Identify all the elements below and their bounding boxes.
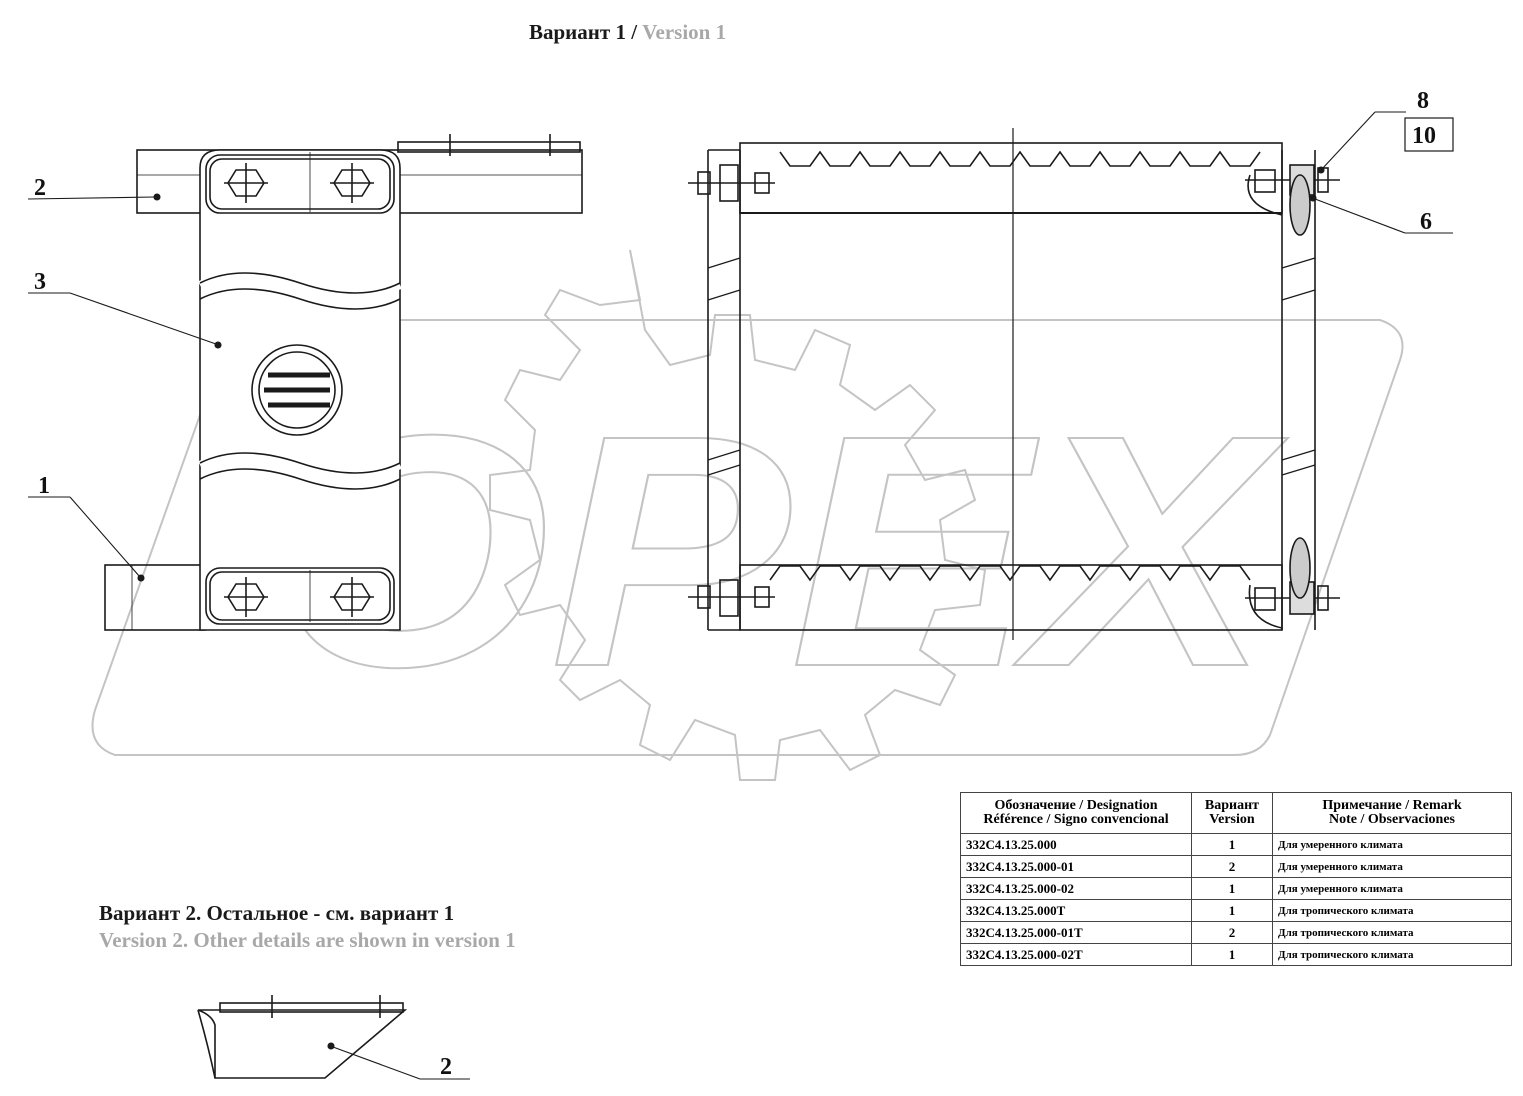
cell-version: 1 [1191,899,1273,922]
cell-version: 1 [1191,943,1273,966]
cell-note: Для тропического климата [1272,921,1512,944]
callout-10: 10 [1412,123,1436,149]
cell-note: Для умеренного климата [1272,877,1512,900]
cell-designation: 332C4.13.25.000-02T [960,943,1192,966]
cell-note: Для умеренного климата [1272,855,1512,878]
callout-2: 2 [34,175,46,201]
page-title: Вариант 1 / Version 1 [529,20,726,45]
cell-designation: 332C4.13.25.000T [960,899,1192,922]
cell-version: 1 [1191,877,1273,900]
cell-version: 1 [1191,833,1273,856]
cell-note: Для тропического климата [1272,943,1512,966]
cell-designation: 332C4.13.25.000-01T [960,921,1192,944]
variant2-title-en: Version 2. Other details are shown in ve… [99,928,516,952]
callout-3: 3 [34,269,46,295]
callout-box-10 [1404,117,1454,152]
watermark-text: OPEX [270,366,1289,735]
variant2-title-ru: Вариант 2. Остальное - см. вариант 1 [99,901,455,925]
right-view [688,128,1340,640]
leader-lines [27,111,1453,1080]
cell-designation: 332C4.13.25.000-01 [960,855,1192,878]
cell-version: 2 [1191,855,1273,878]
cell-designation: 332C4.13.25.000 [960,833,1192,856]
version2-detail [197,995,408,1079]
emblem [251,344,343,436]
cell-note: Для умеренного климата [1272,833,1512,856]
cell-version: 2 [1191,921,1273,944]
bolt-heads [224,163,374,617]
cell-note: Для тропического климата [1272,899,1512,922]
fasteners [688,164,1340,629]
callout-2-detail: 2 [440,1054,452,1080]
title-ru: Вариант 1 [529,20,626,44]
cell-designation: 332C4.13.25.000-02 [960,877,1192,900]
watermark-logo: OPEX [91,249,1404,781]
callout-1: 1 [38,473,50,499]
title-en: Version 1 [642,20,727,44]
callout-6: 6 [1420,209,1432,235]
left-view [104,134,583,631]
callout-8: 8 [1417,88,1429,114]
title-separator: / [625,20,643,44]
